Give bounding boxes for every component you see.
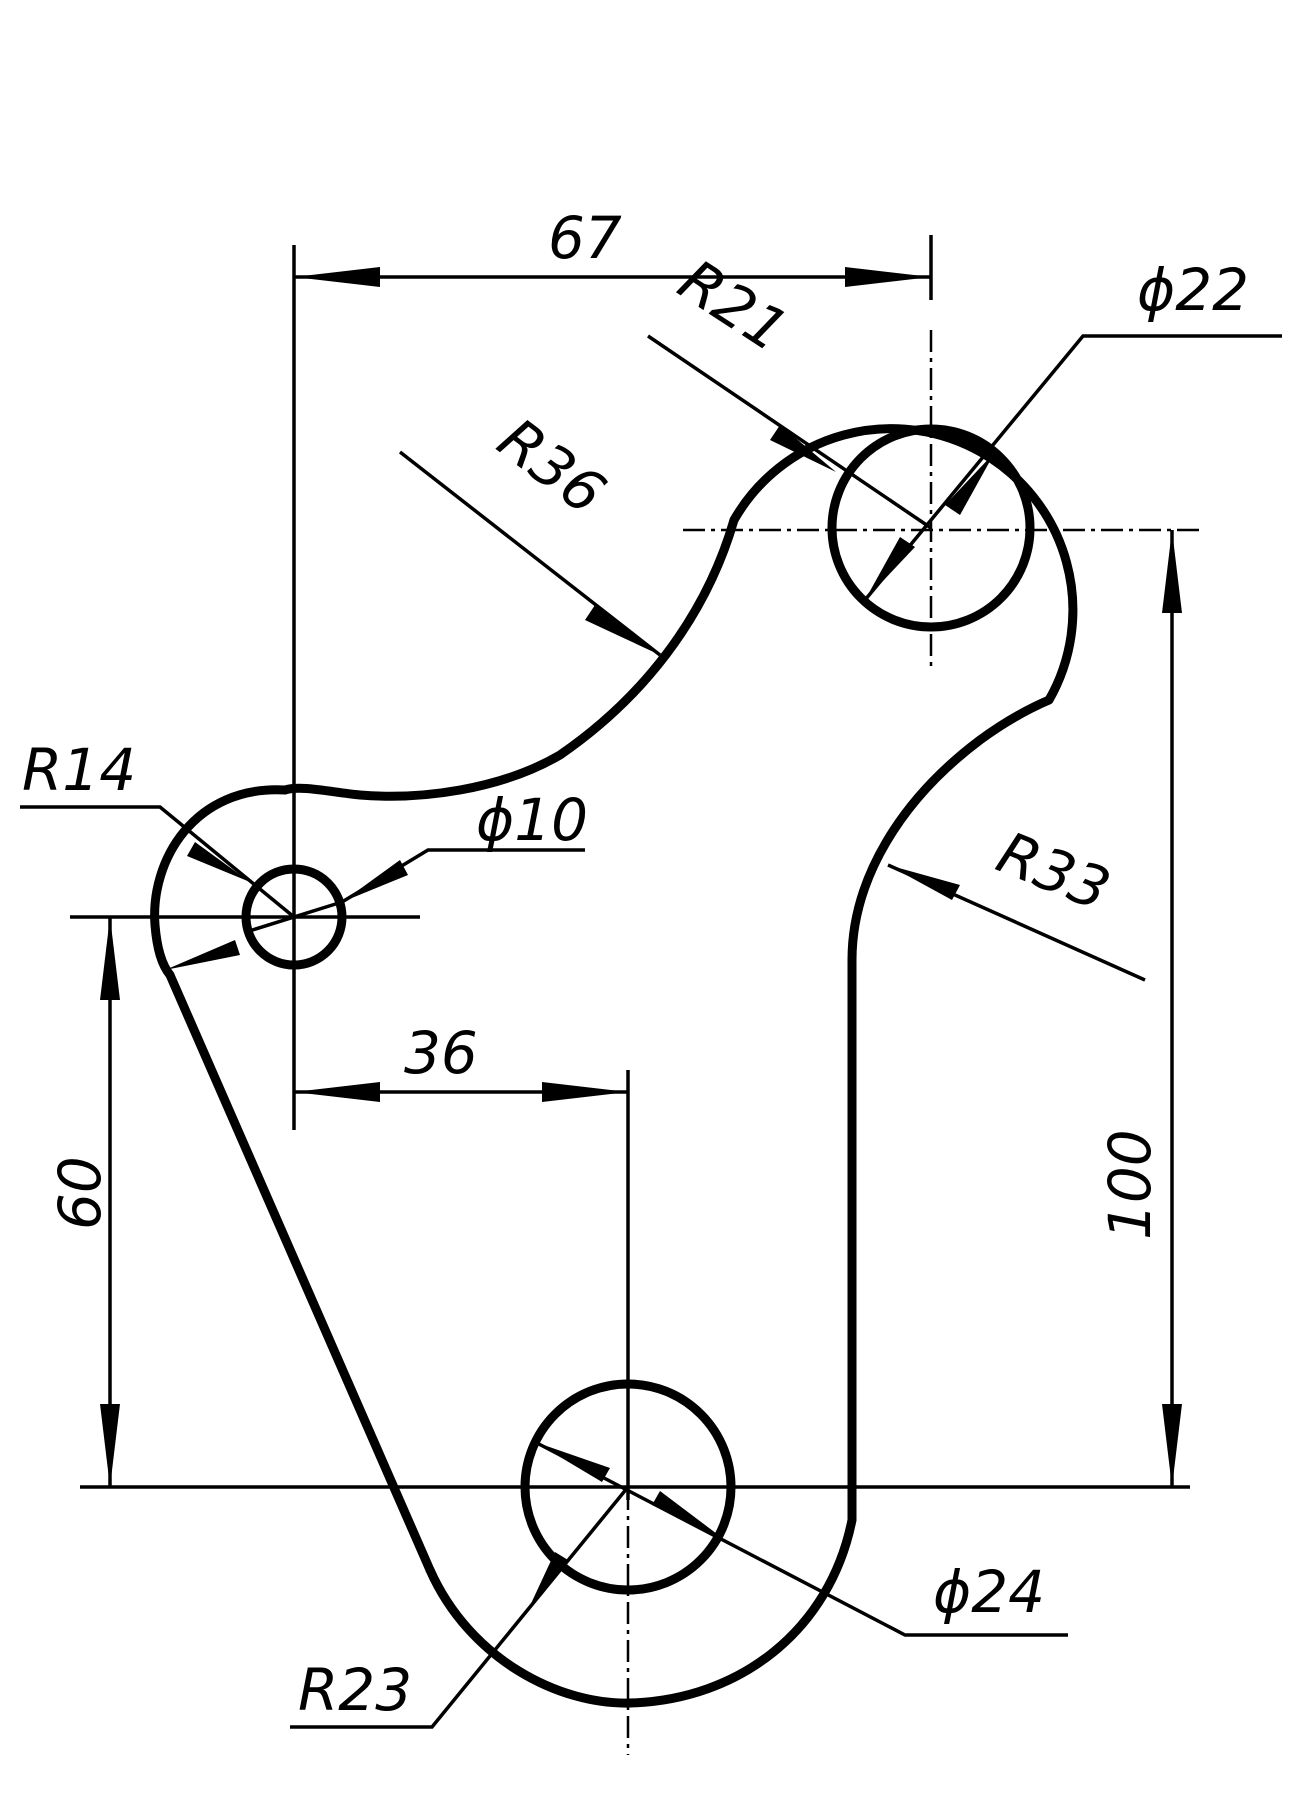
label-r14: R14: [22, 736, 136, 804]
r14-arrow-outer: [165, 940, 240, 970]
r14-arrow: [187, 842, 250, 882]
phi24-arrow-left: [535, 1442, 610, 1482]
dim-60-arrow-bottom: [100, 1404, 120, 1487]
label-36: 36: [404, 1019, 478, 1087]
phi24-arrow-right: [652, 1491, 725, 1540]
phi22-arrow-lower: [865, 537, 915, 600]
r21-leader: [647, 334, 932, 530]
dim-36-arrow-right: [542, 1082, 628, 1102]
label-r23: R23: [298, 1656, 412, 1724]
r33-concave-arc: [847, 695, 1054, 965]
dim-36-arrow-left: [294, 1082, 380, 1102]
label-100: 100: [1096, 1129, 1164, 1240]
label-r33: R33: [988, 818, 1119, 924]
phi10-inner-line: [245, 900, 343, 934]
phi10-arrow: [342, 860, 408, 902]
left-slant-edge: [165, 970, 435, 1575]
dimension-lines: [100, 267, 1182, 1487]
upper-boss-arc: [729, 424, 1078, 705]
bottom-boss-arc: [425, 1515, 857, 1708]
r21-arrow: [770, 425, 836, 472]
extension-lines: [80, 235, 1190, 1500]
label-67: 67: [548, 204, 622, 272]
dim-100-arrow-bottom: [1162, 1404, 1182, 1487]
r36-leader: [398, 450, 662, 657]
phi22-arrow-upper: [945, 452, 995, 515]
r33-arrow: [888, 865, 960, 900]
center-lines: [70, 330, 1205, 1755]
r36-concave-arc: [280, 515, 739, 801]
label-phi10: ϕ10: [476, 786, 588, 854]
dim-100-arrow-top: [1162, 530, 1182, 613]
dimension-labels: 67 36 ϕ22 ϕ10 ϕ24 R14 R23 R21 R36 R33 60…: [22, 204, 1249, 1724]
part-outline: [150, 424, 1078, 1708]
r23-leader: [290, 1485, 630, 1729]
leaders: [20, 334, 1282, 1729]
label-r21: R21: [667, 246, 800, 365]
dim-67-arrow-left: [294, 267, 380, 287]
r36-arrow: [585, 605, 660, 655]
phi22-leader: [863, 334, 1282, 602]
label-phi22: ϕ22: [1137, 256, 1249, 324]
label-phi24: ϕ24: [933, 1558, 1045, 1626]
left-boss-arc: [150, 785, 290, 980]
r14-leader: [20, 805, 296, 919]
label-r36: R36: [486, 405, 618, 528]
dim-60-arrow-top: [100, 917, 120, 1000]
dim-67-arrow-right: [845, 267, 931, 287]
label-60: 60: [46, 1156, 114, 1230]
r23-arrow: [528, 1552, 568, 1610]
